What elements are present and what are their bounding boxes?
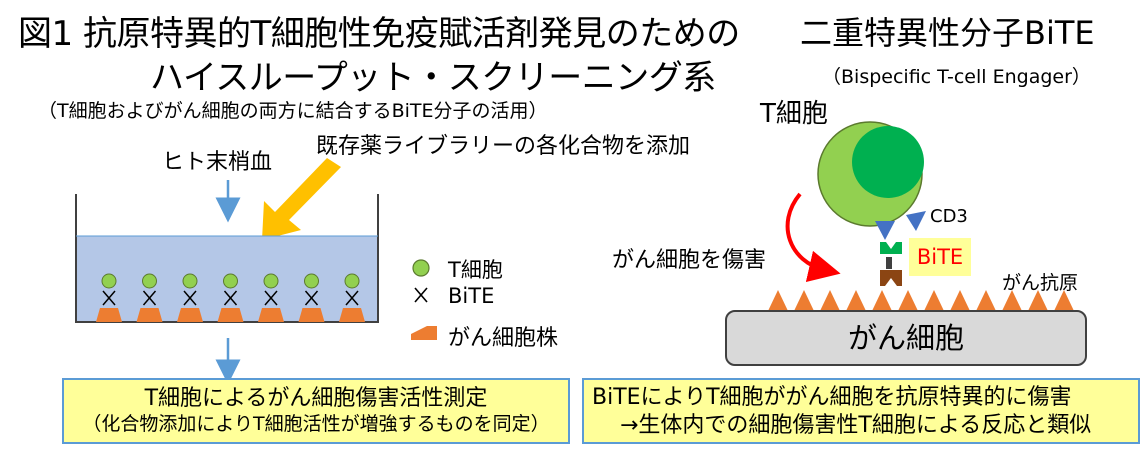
bite-molecule-icon: [880, 242, 902, 286]
tcell-nucleus-icon: [852, 126, 924, 198]
figure-title-line2: ハイスループット・スクリーニング系: [150, 58, 716, 98]
legend-bite-label: BiTE: [448, 284, 495, 308]
cancer-antigen-icon: [872, 290, 892, 311]
well-cell-unit: [217, 273, 244, 322]
well-cell-unit: [298, 273, 325, 322]
antigen-label: がん抗原: [1002, 272, 1079, 294]
left-result-line2: （化合物添加によりT細胞活性が増強するものを同定）: [82, 413, 550, 435]
cancer-cell-shape: [725, 310, 1087, 366]
left-result-line1: T細胞によるがん細胞傷害活性測定: [144, 386, 488, 411]
cancer-antigen-icon: [1028, 290, 1048, 311]
cancer-antigen-icon: [976, 290, 996, 311]
well-cell-unit: [136, 273, 163, 322]
cd3-receptor-icon: [906, 211, 926, 231]
attack-arrow: [785, 192, 841, 283]
well-cell-unit: [339, 273, 365, 322]
compound-arrow: [262, 158, 341, 240]
legend-tcell-icon: [412, 259, 430, 277]
cd3-receptor-icon: [875, 221, 895, 240]
well-cell-unit: [258, 273, 284, 322]
well-cell-unit: [96, 273, 122, 322]
legend-cancer-label: がん細胞株: [448, 326, 559, 351]
bite-title: 二重特異性分子BiTE: [800, 14, 1095, 52]
cancer-antigen-icon: [1002, 290, 1022, 311]
cancer-antigen-icon: [950, 290, 970, 311]
right-result-line2: →生体内での細胞傷害性T細胞による反応と類似: [620, 413, 1092, 438]
kill-label: がん細胞を傷害: [612, 248, 767, 273]
legend-bite-icon: [414, 287, 428, 303]
legend-cancer-icon: [411, 326, 437, 340]
well-cell-unit: [177, 273, 203, 322]
cancer-antigen-icon: [794, 290, 814, 311]
compound-label: 既存薬ライブラリーの各化合物を添加: [316, 134, 691, 159]
right-result-line1: BiTEによりT細胞ががん細胞を抗原特異的に傷害: [592, 385, 1072, 410]
blood-label: ヒト末梢血: [162, 150, 273, 175]
figure-title-line1: 図1 抗原特異的T細胞性免疫賦活剤発見のための: [18, 14, 740, 54]
cancer-antigen-icon: [924, 290, 944, 311]
legend-tcell-label: T細胞: [448, 258, 503, 282]
left-result-box: T細胞によるがん細胞傷害活性測定 （化合物添加によりT細胞活性が増強するものを同…: [62, 378, 570, 444]
well-cell-row: [96, 273, 365, 322]
bite-subtitle: （Bispecific T-cell Engager）: [822, 66, 1091, 88]
tcell-label: T細胞: [760, 99, 828, 129]
cancer-antigen-icon: [1054, 290, 1074, 311]
cd3-label: CD3: [930, 206, 968, 227]
figure-subtitle: （T細胞およびがん細胞の両方に結合するBiTE分子の活用）: [38, 100, 548, 122]
bite-label: BiTE: [909, 238, 971, 276]
right-result-box: BiTEによりT細胞ががん細胞を抗原特異的に傷害 →生体内での細胞傷害性T細胞に…: [582, 378, 1140, 444]
cancer-antigen-icon: [846, 290, 866, 311]
antigen-row: [768, 290, 1074, 311]
cancer-cell-label: がん細胞: [847, 321, 964, 355]
cancer-antigen-icon: [898, 290, 918, 311]
cancer-antigen-icon: [768, 290, 788, 311]
cancer-antigen-icon: [820, 290, 840, 311]
